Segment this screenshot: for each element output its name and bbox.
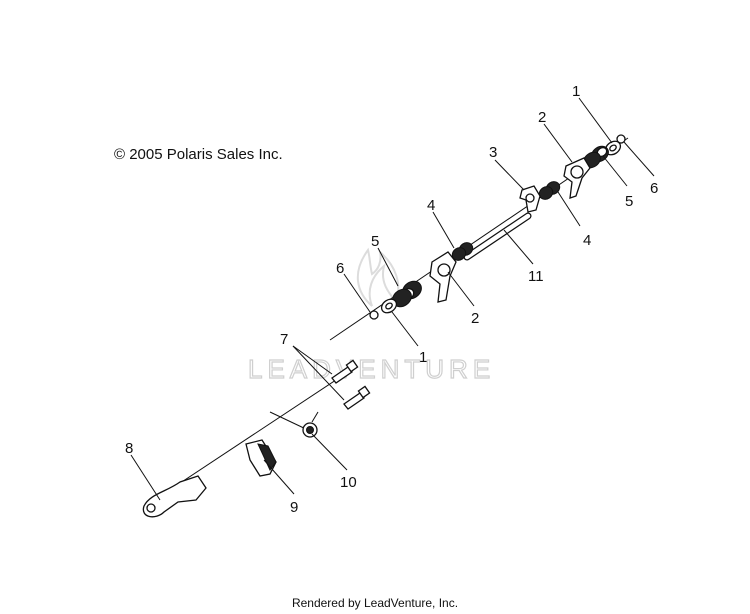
shift-fork-part-2-upper[interactable] — [563, 157, 591, 199]
watermark-text: LEADVENTURE — [248, 354, 495, 384]
callout-3: 3 — [489, 144, 497, 161]
shift-fork-part-3[interactable] — [519, 185, 541, 213]
callout-1-lower: 1 — [419, 349, 427, 366]
spring-part-5-lower[interactable] — [389, 278, 425, 311]
torsion-spring-part-10[interactable] — [269, 411, 319, 438]
callout-11: 11 — [528, 268, 544, 285]
callout-6-left: 6 — [336, 260, 344, 277]
spring-part-4-lower[interactable] — [450, 240, 475, 263]
footer-credit: Rendered by LeadVenture, Inc. — [291, 596, 459, 610]
callout-7: 7 — [280, 331, 288, 348]
leader-lines — [130, 97, 655, 501]
shift-shaft-part-11[interactable] — [463, 212, 532, 261]
callout-4-left: 4 — [427, 197, 435, 214]
callout-4-right: 4 — [583, 232, 591, 249]
pins-part-7[interactable] — [331, 359, 371, 410]
callout-6-right: 6 — [650, 180, 658, 197]
shift-drum-cam-part-9[interactable] — [245, 439, 277, 477]
callout-9: 9 — [290, 499, 298, 516]
callout-8: 8 — [125, 440, 133, 457]
spring-part-4-upper[interactable] — [537, 179, 562, 202]
callout-10: 10 — [340, 474, 357, 491]
copyright-notice: © 2005 Polaris Sales Inc. — [114, 146, 283, 163]
spring-part-5-upper[interactable] — [581, 143, 612, 171]
e-clip-part-6-lower[interactable] — [369, 310, 379, 320]
e-clip-part-6-upper[interactable] — [616, 134, 626, 144]
callout-1-upper: 1 — [572, 83, 580, 100]
callout-5-left: 5 — [371, 233, 379, 250]
shift-arm-part-8[interactable] — [142, 475, 207, 518]
callout-2-lower: 2 — [471, 310, 479, 327]
callout-5-right: 5 — [625, 193, 633, 210]
washer-part-1-lower[interactable] — [379, 296, 399, 315]
shift-fork-part-2-lower[interactable] — [429, 251, 457, 303]
callout-2-upper: 2 — [538, 109, 546, 126]
